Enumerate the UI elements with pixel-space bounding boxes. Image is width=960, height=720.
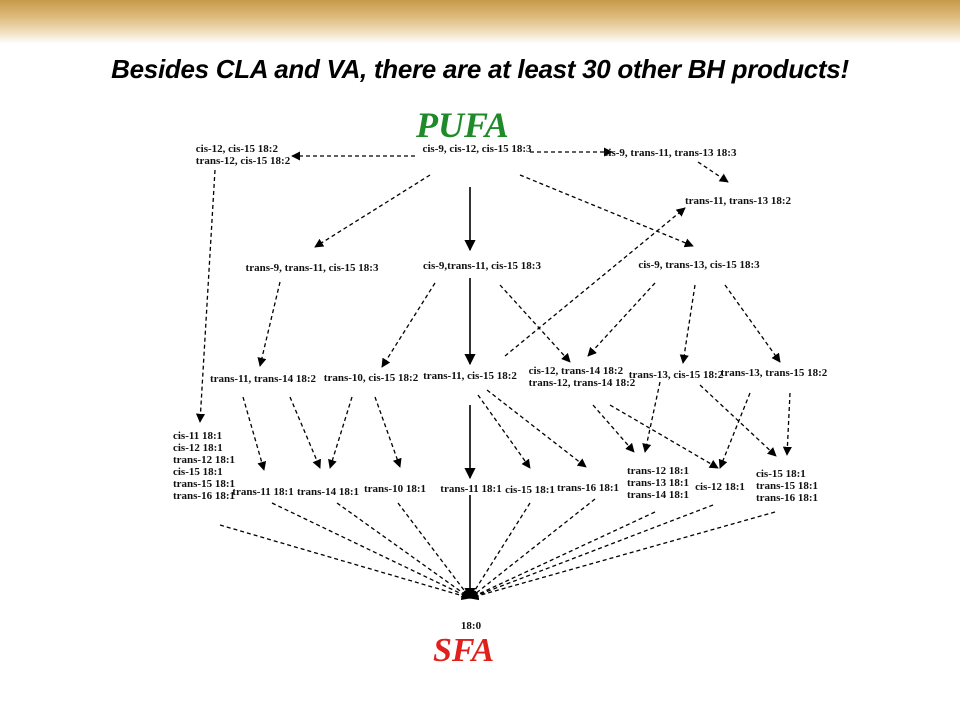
node-18-0: 18:0 xyxy=(460,620,482,632)
edge-c12t14-to-c12 xyxy=(609,404,719,469)
node-trans11-trans14-18-2: trans-11, trans-14 18:2 xyxy=(209,373,317,385)
edge-c15grp-to-sfa xyxy=(469,511,776,601)
edge-t16-to-sfa xyxy=(469,498,596,599)
node-trans16-18-1: trans-16 18:1 xyxy=(556,482,620,494)
edge-c15-to-sfa xyxy=(469,502,531,599)
node-cis15-18-1: cis-15 18:1 xyxy=(505,484,555,496)
node-trans10-18-1: trans-10 18:1 xyxy=(363,483,427,495)
edge-c9t13c15-to-c12t14 xyxy=(587,282,656,357)
edge-t14-to-sfa xyxy=(336,502,471,599)
edge-t11t14-to-t11a xyxy=(242,396,267,471)
node-cis9-trans11-cis15-18-3: cis-9,trans-11, cis-15 18:3 xyxy=(423,260,541,272)
edge-list1-to-sfa xyxy=(219,524,471,601)
edge-root-to-t9t11c15 xyxy=(314,174,431,248)
node-trans10-cis15-18-2: trans-10, cis-15 18:2 xyxy=(323,372,419,384)
node-cis9-trans13-cis15-18-3: cis-9, trans-13, cis-15 18:3 xyxy=(638,259,760,271)
slide-title: Besides CLA and VA, there are at least 3… xyxy=(111,54,849,84)
edge-t11c15-to-t16 xyxy=(486,389,587,468)
node-cis9-trans11-trans13-18-3: cis-9, trans-11, trans-13 18:3 xyxy=(603,147,737,159)
node-trans11-18-1-a: trans-11 18:1 xyxy=(232,486,294,498)
edge-t10c15-to-t14 xyxy=(328,396,353,469)
edge-c9t13c15-to-t13t15 xyxy=(724,284,781,363)
edge-t9t11c15-to-t11t14 xyxy=(257,281,281,367)
node-trans13-cis15-18-2: trans-13, cis-15 18:2 xyxy=(628,369,724,381)
edge-c9t11c15-to-c12t14 xyxy=(499,284,571,363)
edge-c9t11c15-to-t10c15 xyxy=(381,282,436,368)
node-trans13-trans15-18-2: trans-13, trans-15 18:2 xyxy=(720,367,828,379)
edge-t11t14-to-t14 xyxy=(289,396,322,469)
edge-t13c15-to-t12grp xyxy=(642,381,661,453)
edge-t11c15-to-c15 xyxy=(477,394,531,469)
pufa-label: PUFA xyxy=(416,105,509,145)
edge-t11a-to-sfa xyxy=(271,502,471,599)
node-trans11-trans13-18-2: trans-11, trans-13 18:2 xyxy=(684,195,792,207)
edge-c12t14-to-t12grp xyxy=(592,404,635,453)
node-trans9-trans11-cis15-18-3: trans-9, trans-11, cis-15 18:3 xyxy=(245,262,379,274)
edge-c9t11t13-to-t11t13 xyxy=(697,161,729,183)
edge-root-to-c9t13c15 xyxy=(519,174,694,248)
edge-t10c15-to-t10 xyxy=(374,396,402,468)
node-cis12-18-1: cis-12 18:1 xyxy=(695,481,745,493)
node-cis9-cis12-cis15-18-3: cis-9, cis-12, cis-15 18:3 xyxy=(422,143,532,155)
edge-t11c15-to-t11t13 xyxy=(504,207,686,357)
node-trans11-cis15-18-2: trans-11, cis-15 18:2 xyxy=(423,370,517,382)
edge-t13c15-to-c15grp xyxy=(699,384,777,457)
node-trans14-18-1: trans-14 18:1 xyxy=(296,486,360,498)
sfa-label: SFA xyxy=(433,632,495,669)
edge-c9t13c15-to-t13c15 xyxy=(679,284,696,364)
edge-t13t15-to-c15grp xyxy=(782,392,792,456)
node-trans11-18-1-b: trans-11 18:1 xyxy=(440,483,502,495)
edges-layer xyxy=(195,147,792,601)
edge-t10-to-sfa xyxy=(397,502,471,599)
edge-c12-to-sfa xyxy=(469,504,714,600)
header-gradient-bar xyxy=(0,0,960,44)
edge-t12grp-to-sfa xyxy=(469,511,656,599)
edge-t13t15-to-c12 xyxy=(718,392,751,469)
edge-c12c15-to-list1 xyxy=(195,169,216,423)
